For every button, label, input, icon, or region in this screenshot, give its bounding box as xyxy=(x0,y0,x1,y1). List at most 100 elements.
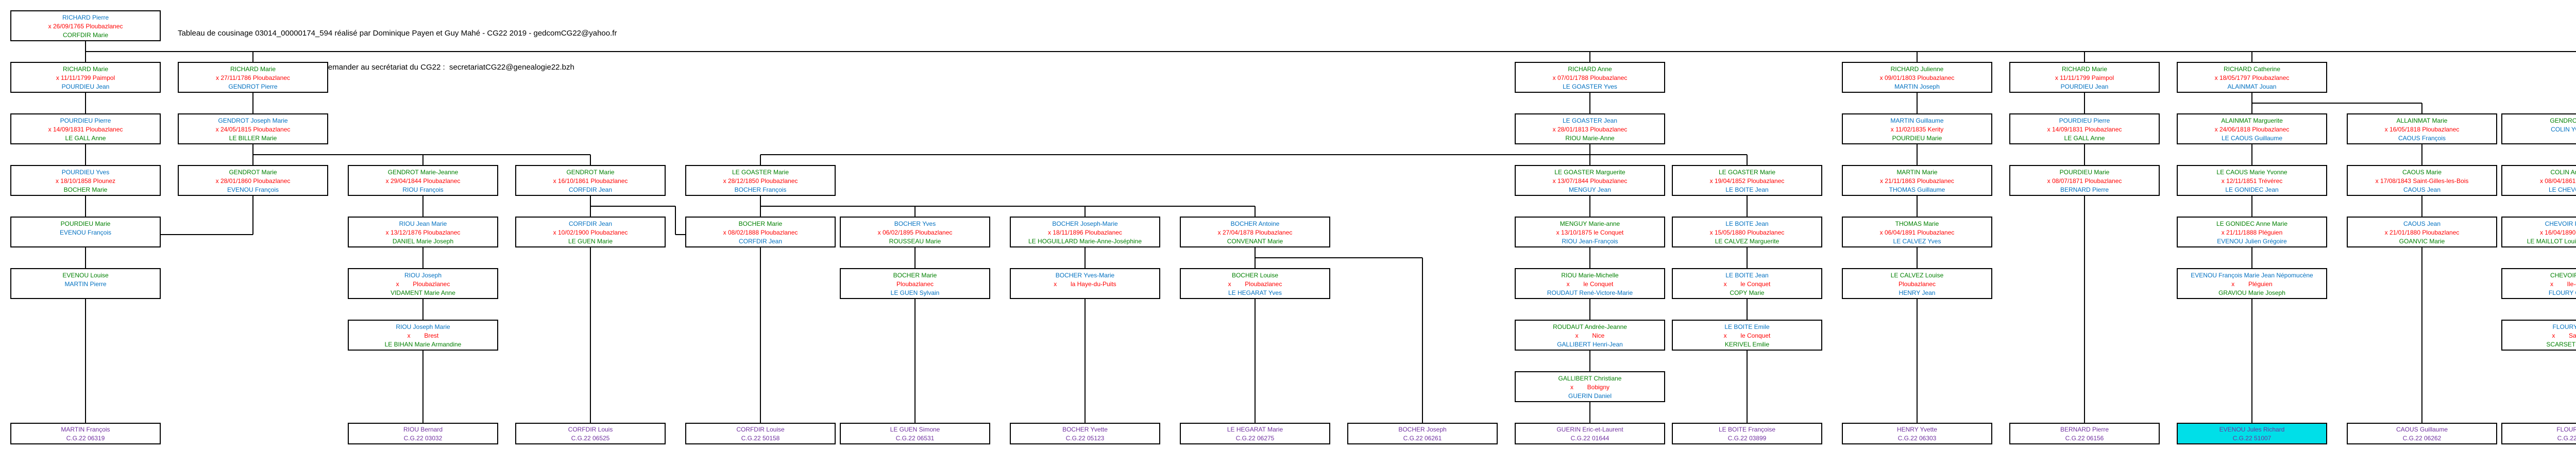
spouse-name: LE BILLER Marie xyxy=(229,135,277,142)
person-name: GENDROT Marie xyxy=(229,169,277,176)
connector-vertical-line xyxy=(85,144,86,165)
spouse-name: LE HOGUILLARD Marie-Anne-Joséphine xyxy=(1028,238,1142,245)
marriage-info: x 28/01/1813 Ploubazlanec xyxy=(1552,126,1628,133)
marriage-info: x 08/07/1871 Ploubazlanec xyxy=(2047,177,2122,185)
spouse-name: MARTIN Pierre xyxy=(64,280,107,288)
descendant-name: RIOU Bernard xyxy=(403,426,443,433)
person-name: POURDIEU Pierre xyxy=(2059,117,2110,124)
spouse-name: RIOU Jean-François xyxy=(1562,238,1618,245)
marriage-info: x 17/08/1843 Saint-Gilles-les-Bois xyxy=(2375,177,2469,185)
person-name: COLIN Anne-Marie xyxy=(2550,169,2576,176)
descendant-name: MARTIN François xyxy=(61,426,110,433)
connector-vertical-line xyxy=(252,155,253,165)
connector-vertical-line xyxy=(252,52,253,62)
spouse-name: MARTIN Joseph xyxy=(1894,83,1940,90)
marriage-info: x 15/05/1880 Ploubazlanec xyxy=(1709,229,1785,236)
spouse-name: ROUSSEAU Marie xyxy=(889,238,941,245)
spouse-name: LE GONIDEC Jean xyxy=(2225,186,2279,193)
spouse-name: LE GUEN Sylvain xyxy=(890,289,940,296)
marriage-info: Ploubazlanec xyxy=(1898,280,1936,288)
connector-vertical-line xyxy=(1589,402,1590,423)
spouse-name: KERIVEL Emilie xyxy=(1724,341,1770,348)
marriage-info: x 10/02/1900 Ploubazlanec xyxy=(553,229,628,236)
connector-horizontal-line xyxy=(760,154,1747,155)
spouse-name: GRAVIOU Marie Joseph xyxy=(2218,289,2285,296)
connector-vertical-line xyxy=(1422,258,1423,423)
person-name: GENDROT Marie-Jeanne xyxy=(387,169,459,176)
marriage-info: x 21/11/1888 Pléguien xyxy=(2221,229,2283,236)
marriage-info: x la Haye-du-Puits xyxy=(1054,280,1116,288)
person-name: CORFDIR Jean xyxy=(568,220,613,227)
person-name: LE GOASTER Marie xyxy=(1718,169,1776,176)
descendant-ref-number: C.G.22 03032 xyxy=(403,435,443,442)
spouse-name: POURDIEU Marie xyxy=(1892,135,1942,142)
marriage-info: x 14/09/1831 Ploubazlanec xyxy=(2047,126,2122,133)
spouse-name: POURDIEU Jean xyxy=(61,83,110,90)
person-name: BOCHER Louise xyxy=(1231,272,1279,279)
marriage-info: x le Conquet xyxy=(1723,332,1771,339)
descendant-name: CORFDIR Louise xyxy=(736,426,785,433)
spouse-name: FLOURY CHARLES xyxy=(2548,289,2576,296)
marriage-info: x 06/02/1895 Ploubazlanec xyxy=(877,229,953,236)
descendant-ref-number: C.G.22 06319 xyxy=(66,435,105,442)
person-name: POURDIEU Yves xyxy=(61,169,110,176)
person-name: RIOU Joseph xyxy=(404,272,442,279)
connector-vertical-line xyxy=(1589,351,1590,371)
connector-horizontal-line xyxy=(760,206,1255,207)
connector-vertical-line xyxy=(760,155,761,165)
connector-vertical-line xyxy=(2251,299,2252,423)
connector-vertical-line xyxy=(760,247,761,423)
spouse-name: LE CALVEZ Marguerite xyxy=(1715,238,1780,245)
person-name: LE CALVEZ Louise xyxy=(1890,272,1944,279)
person-name: CHEVOIR Eugénie xyxy=(2550,272,2576,279)
spouse-name: LE GUEN Marie xyxy=(568,238,613,245)
connector-vertical-line xyxy=(85,299,86,423)
chart-title-line1: Tableau de cousinage 03014_00000174_594 … xyxy=(178,29,617,38)
marriage-info: x 07/01/1788 Ploubazlanec xyxy=(1552,74,1628,81)
connector-vertical-line xyxy=(1747,299,1748,320)
person-name: LE BOITE Jean xyxy=(1725,220,1769,227)
marriage-info: x Saint-Julien xyxy=(2552,332,2576,339)
marriage-info: x 18/11/1896 Ploubazlanec xyxy=(1048,229,1122,236)
connector-vertical-line xyxy=(85,93,86,113)
person-name: CAOUS Marie xyxy=(2402,169,2442,176)
spouse-name: ALAINMAT Jouan xyxy=(2227,83,2277,90)
marriage-info: x Bobigny xyxy=(1570,384,1610,391)
person-name: EVENOU Louise xyxy=(62,272,109,279)
marriage-info: x 06/04/1891 Ploubazlanec xyxy=(1879,229,1955,236)
person-name: THOMAS Marie xyxy=(1895,220,1939,227)
connector-horizontal-line xyxy=(86,51,2576,52)
person-name: BOCHER Marie xyxy=(738,220,783,227)
connector-vertical-line xyxy=(85,196,86,217)
marriage-info: x Ploubazlanec xyxy=(396,280,450,288)
marriage-info: x 11/02/1835 Kerity xyxy=(1890,126,1944,133)
marriage-info: x 08/02/1888 Ploubazlanec xyxy=(723,229,798,236)
person-name: POURDIEU Marie xyxy=(2059,169,2110,176)
connector-vertical-line xyxy=(590,155,591,165)
marriage-info: Ploubazlanec xyxy=(896,280,934,288)
person-name: MARTIN Guillaume xyxy=(1890,117,1944,124)
connector-vertical-line xyxy=(2421,103,2422,113)
person-name: RIOU Marie-Michelle xyxy=(1561,272,1619,279)
connector-vertical-line xyxy=(85,247,86,268)
spouse-name: CONVENANT Marie xyxy=(1227,238,1283,245)
